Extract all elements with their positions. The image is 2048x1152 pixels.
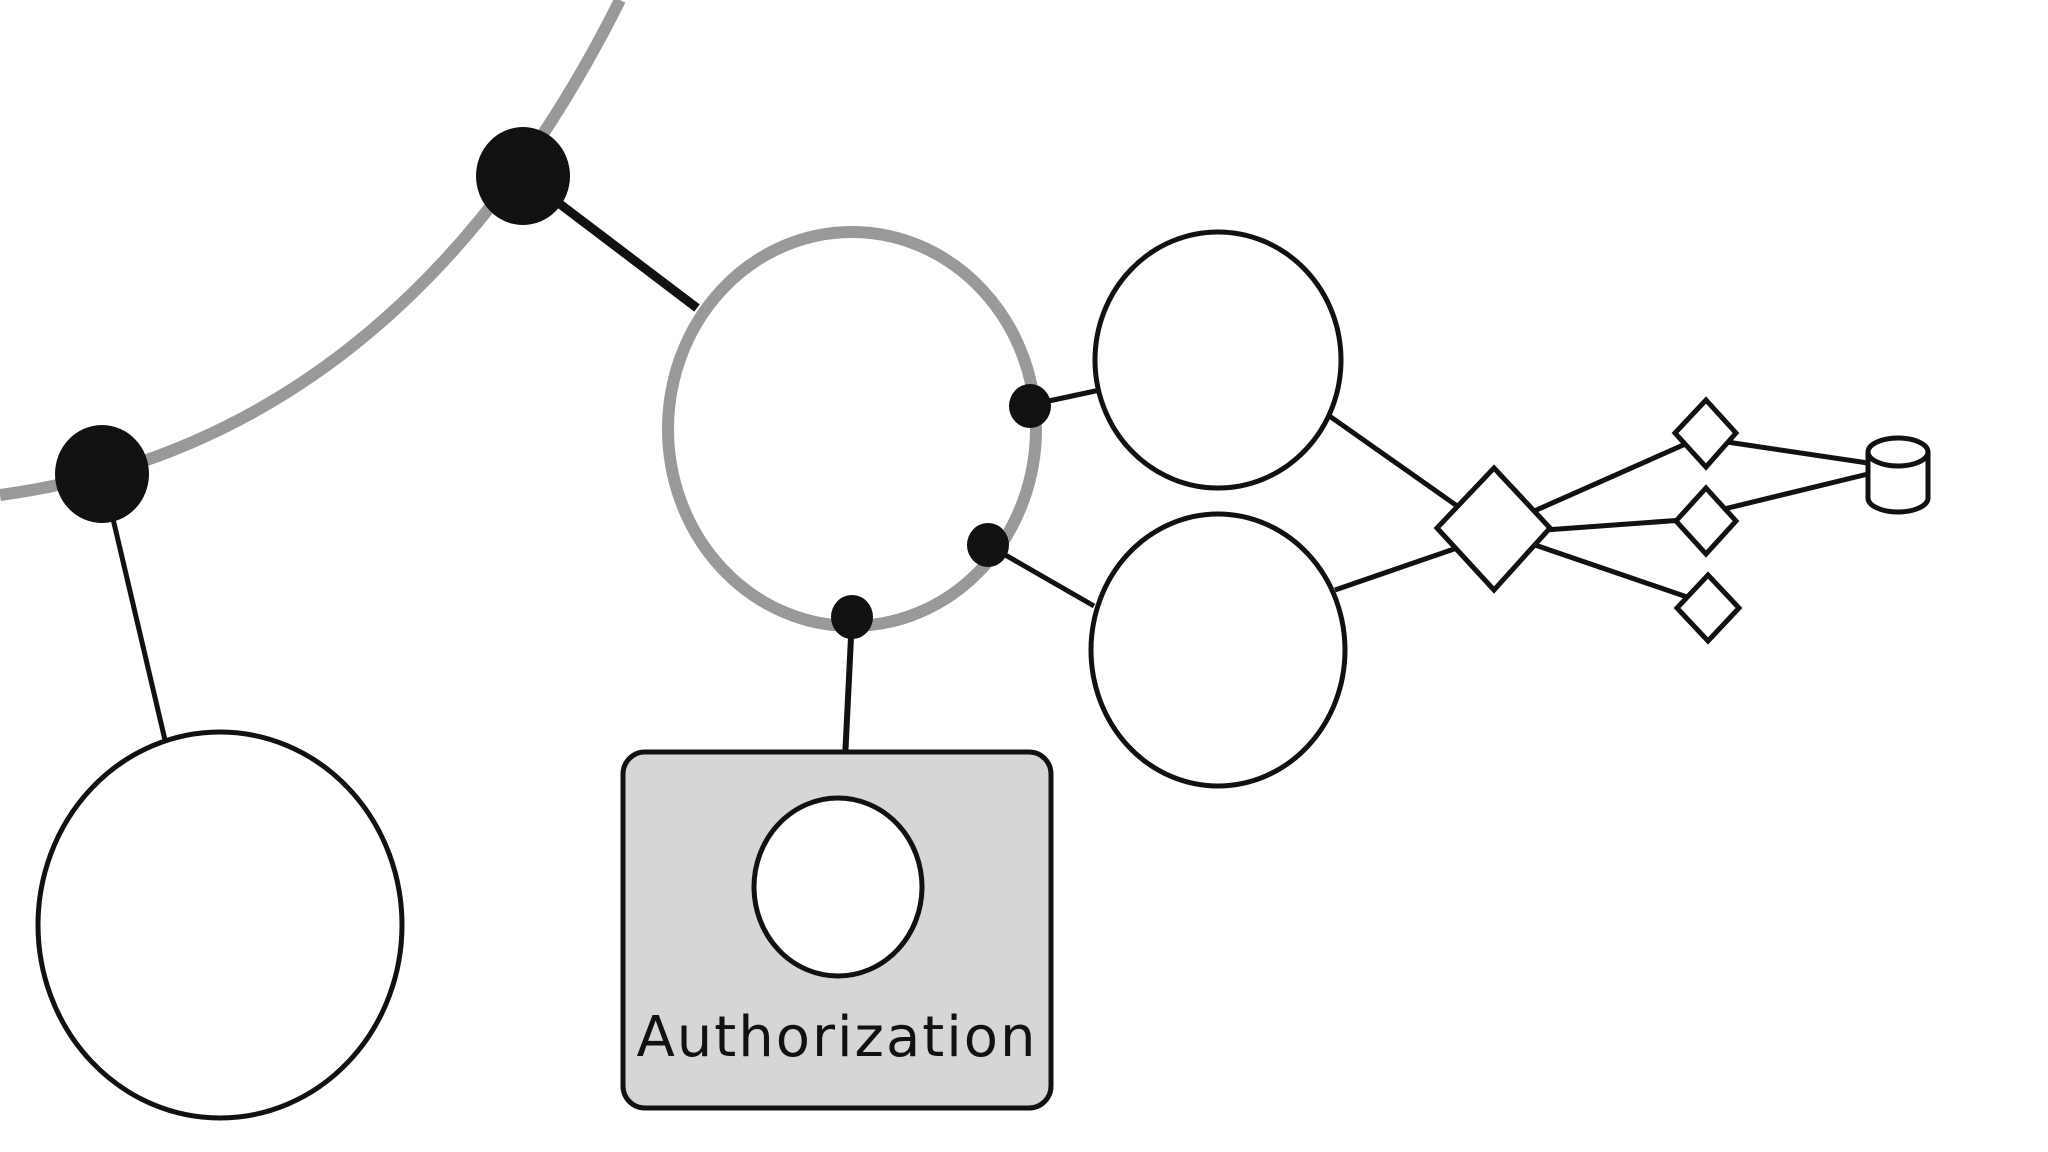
router-diamond	[1433, 464, 1554, 594]
connector-middle-diamond-to-database	[1723, 471, 1869, 512]
authorization-label: Authorization	[636, 1005, 1037, 1070]
connector-upper-right-circle-to-router	[1326, 412, 1462, 511]
connector-router-to-middle-diamond	[1544, 517, 1684, 533]
authorization-circle	[751, 795, 925, 979]
connector-router-to-lower-diamond	[1534, 542, 1691, 601]
database-icon	[1865, 435, 1931, 515]
hub-port-right-lower	[967, 523, 1009, 567]
lower-small-diamond	[1673, 571, 1743, 645]
lower-right-circle	[1088, 511, 1348, 789]
connector-lower-right-circle-to-router	[1334, 545, 1458, 593]
upper-right-circle	[1092, 229, 1344, 491]
outer-ring-arc	[0, 0, 626, 501]
outer-ring-node-left	[55, 425, 149, 523]
bottom-left-circle	[35, 729, 405, 1121]
upper-small-diamond	[1671, 396, 1740, 471]
hub-port-right-upper	[1009, 384, 1051, 428]
connector-router-to-upper-diamond	[1530, 439, 1692, 515]
middle-small-diamond	[1672, 484, 1740, 558]
hub-port-bottom	[831, 595, 873, 639]
outer-ring-node-top	[476, 127, 570, 225]
connector-upper-diamond-to-database	[1726, 439, 1869, 466]
hub-circle	[662, 226, 1042, 632]
